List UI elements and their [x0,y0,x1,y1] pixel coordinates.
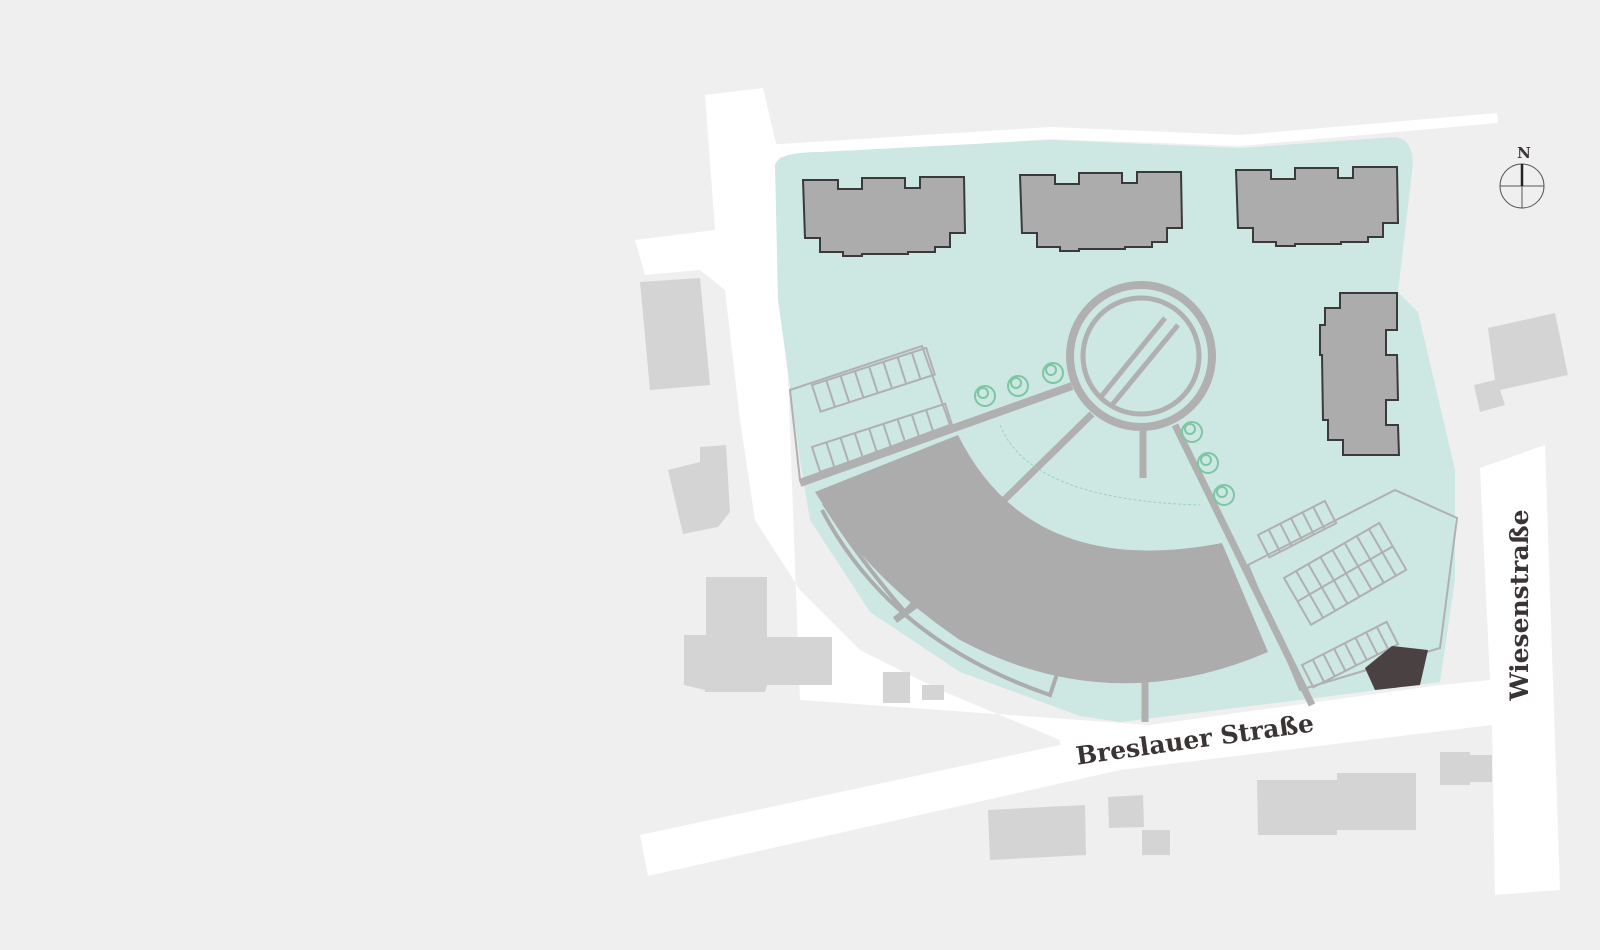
neighbor-building [1257,780,1337,835]
tree-icon [1007,375,1029,397]
compass-north-label: N [1517,144,1531,162]
building-north-east [1234,166,1400,247]
parking-stalls-left-bottom [810,402,955,473]
tree-icon [1042,362,1064,384]
neighbor-building [1108,795,1144,828]
building-east [1319,292,1401,456]
parking-left [788,344,952,482]
neighbor-building [1337,773,1416,830]
tree-icon [1213,484,1235,506]
neighbor-building [1440,752,1492,785]
trees [974,362,1235,506]
crescent-building [815,435,1268,698]
neighbor-building [883,672,910,703]
neighbor-building [668,445,730,534]
residential-buildings [801,166,1401,456]
parking-stalls-right-top [1256,499,1338,559]
road-network [635,88,1560,895]
highlighted-building [1365,646,1428,690]
compass-icon [1499,163,1545,209]
neighbor-building [640,278,710,390]
building-north-west [801,176,967,257]
neighbor-building [1142,830,1170,855]
parking-right [1246,488,1459,692]
tree-icon [1181,421,1203,443]
parking-areas [788,344,1459,692]
neighbor-building [988,805,1086,860]
neighbor-building [684,577,832,692]
roundabout-outer [1066,281,1216,431]
neighbor-building [922,685,944,700]
tree-icon [1197,452,1219,474]
tree-icon [974,385,996,407]
north-road [765,113,1498,158]
parking-stalls-right-middle [1282,521,1408,627]
parking-stalls-left-top [810,346,937,413]
parking-stalls-right-bottom [1300,620,1400,689]
neighbor-buildings [640,278,1568,860]
neighbor-building [1474,313,1568,412]
street-label-wiesen: Wiesenstraße [1505,509,1534,701]
roundabout-inner [1080,295,1202,417]
building-north-center [1018,171,1184,252]
